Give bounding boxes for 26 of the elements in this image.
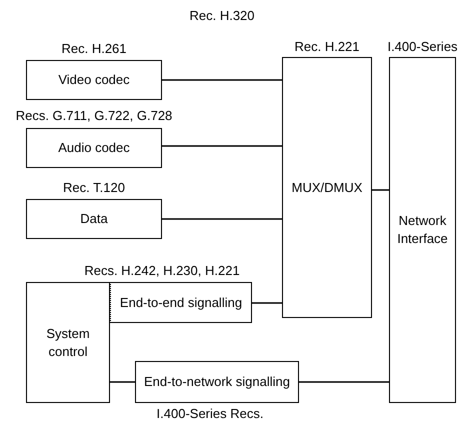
box-label: Network Interface [396, 212, 449, 248]
box-heading: Rec. H.261 [61, 40, 127, 58]
box-label: Audio codec [57, 139, 131, 157]
box-label: Video codec [57, 71, 131, 89]
connector-line [372, 189, 389, 191]
box-label: Data [79, 210, 109, 228]
process-box [26, 282, 110, 403]
box-label: System control [45, 324, 91, 360]
connector-line [299, 381, 389, 383]
box-label: End-to-end signalling [118, 294, 244, 312]
process-box [110, 282, 252, 323]
box-label: MUX/DMUX [290, 178, 364, 196]
connector-line [162, 145, 282, 147]
diagram-title: Rec. H.320 [189, 8, 255, 23]
box-heading: I.400-Series [387, 38, 458, 56]
box-heading: Rec. T.120 [63, 179, 125, 197]
connector-line [162, 79, 282, 81]
box-heading: Recs. G.711, G.722, G.728 [16, 107, 172, 125]
standard-label: Recs. H.242, H.230, H.221 [84, 263, 240, 278]
process-box [135, 361, 299, 403]
box-heading: Rec. H.221 [294, 38, 360, 56]
box-label: End-to-network signalling [143, 373, 291, 391]
standard-label: I.400-Series Recs. [156, 406, 264, 421]
connector-line [252, 302, 282, 304]
connector-line [162, 218, 282, 220]
connector-line [110, 381, 135, 383]
